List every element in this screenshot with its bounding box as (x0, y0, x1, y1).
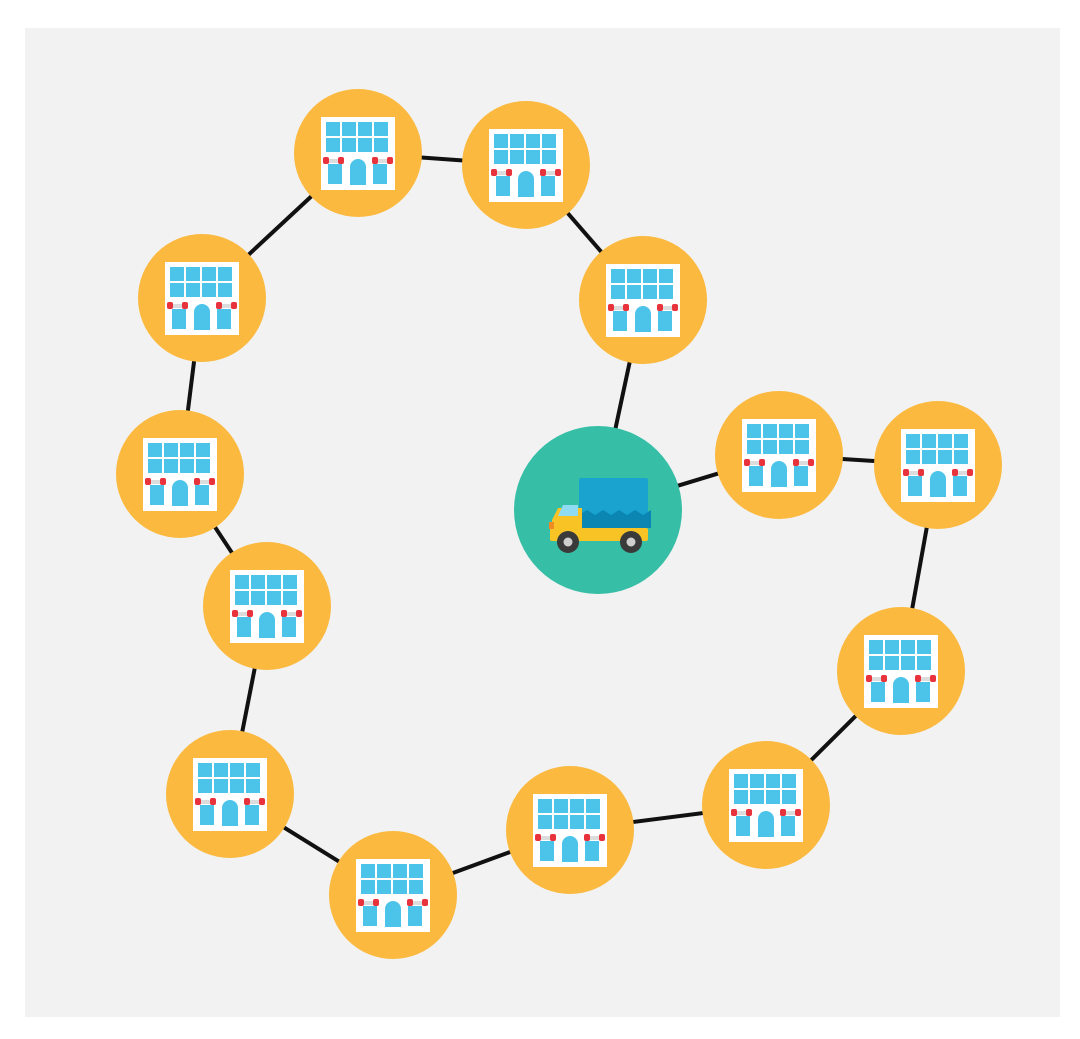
store-building-icon (533, 794, 607, 867)
store-building-icon (742, 419, 816, 492)
route-nodes (116, 89, 1002, 959)
store-node[interactable] (837, 607, 965, 735)
store-node[interactable] (203, 542, 331, 670)
store-building-icon (489, 129, 563, 202)
store-building-icon (606, 264, 680, 337)
store-building-icon (165, 262, 239, 335)
store-building-icon (729, 769, 803, 842)
store-node[interactable] (874, 401, 1002, 529)
store-node[interactable] (138, 234, 266, 362)
store-building-icon (321, 117, 395, 190)
store-node[interactable] (506, 766, 634, 894)
store-node[interactable] (166, 730, 294, 858)
store-building-icon (356, 859, 430, 932)
store-building-icon (143, 438, 217, 511)
store-building-icon (193, 758, 267, 831)
store-node[interactable] (702, 741, 830, 869)
store-building-icon (901, 429, 975, 502)
store-node[interactable] (579, 236, 707, 364)
store-building-icon (230, 570, 304, 643)
store-node[interactable] (116, 410, 244, 538)
depot-node[interactable] (514, 426, 682, 594)
store-node[interactable] (715, 391, 843, 519)
store-node[interactable] (462, 101, 590, 229)
store-node[interactable] (329, 831, 457, 959)
delivery-truck-icon (549, 478, 651, 553)
store-node[interactable] (294, 89, 422, 217)
store-building-icon (864, 635, 938, 708)
